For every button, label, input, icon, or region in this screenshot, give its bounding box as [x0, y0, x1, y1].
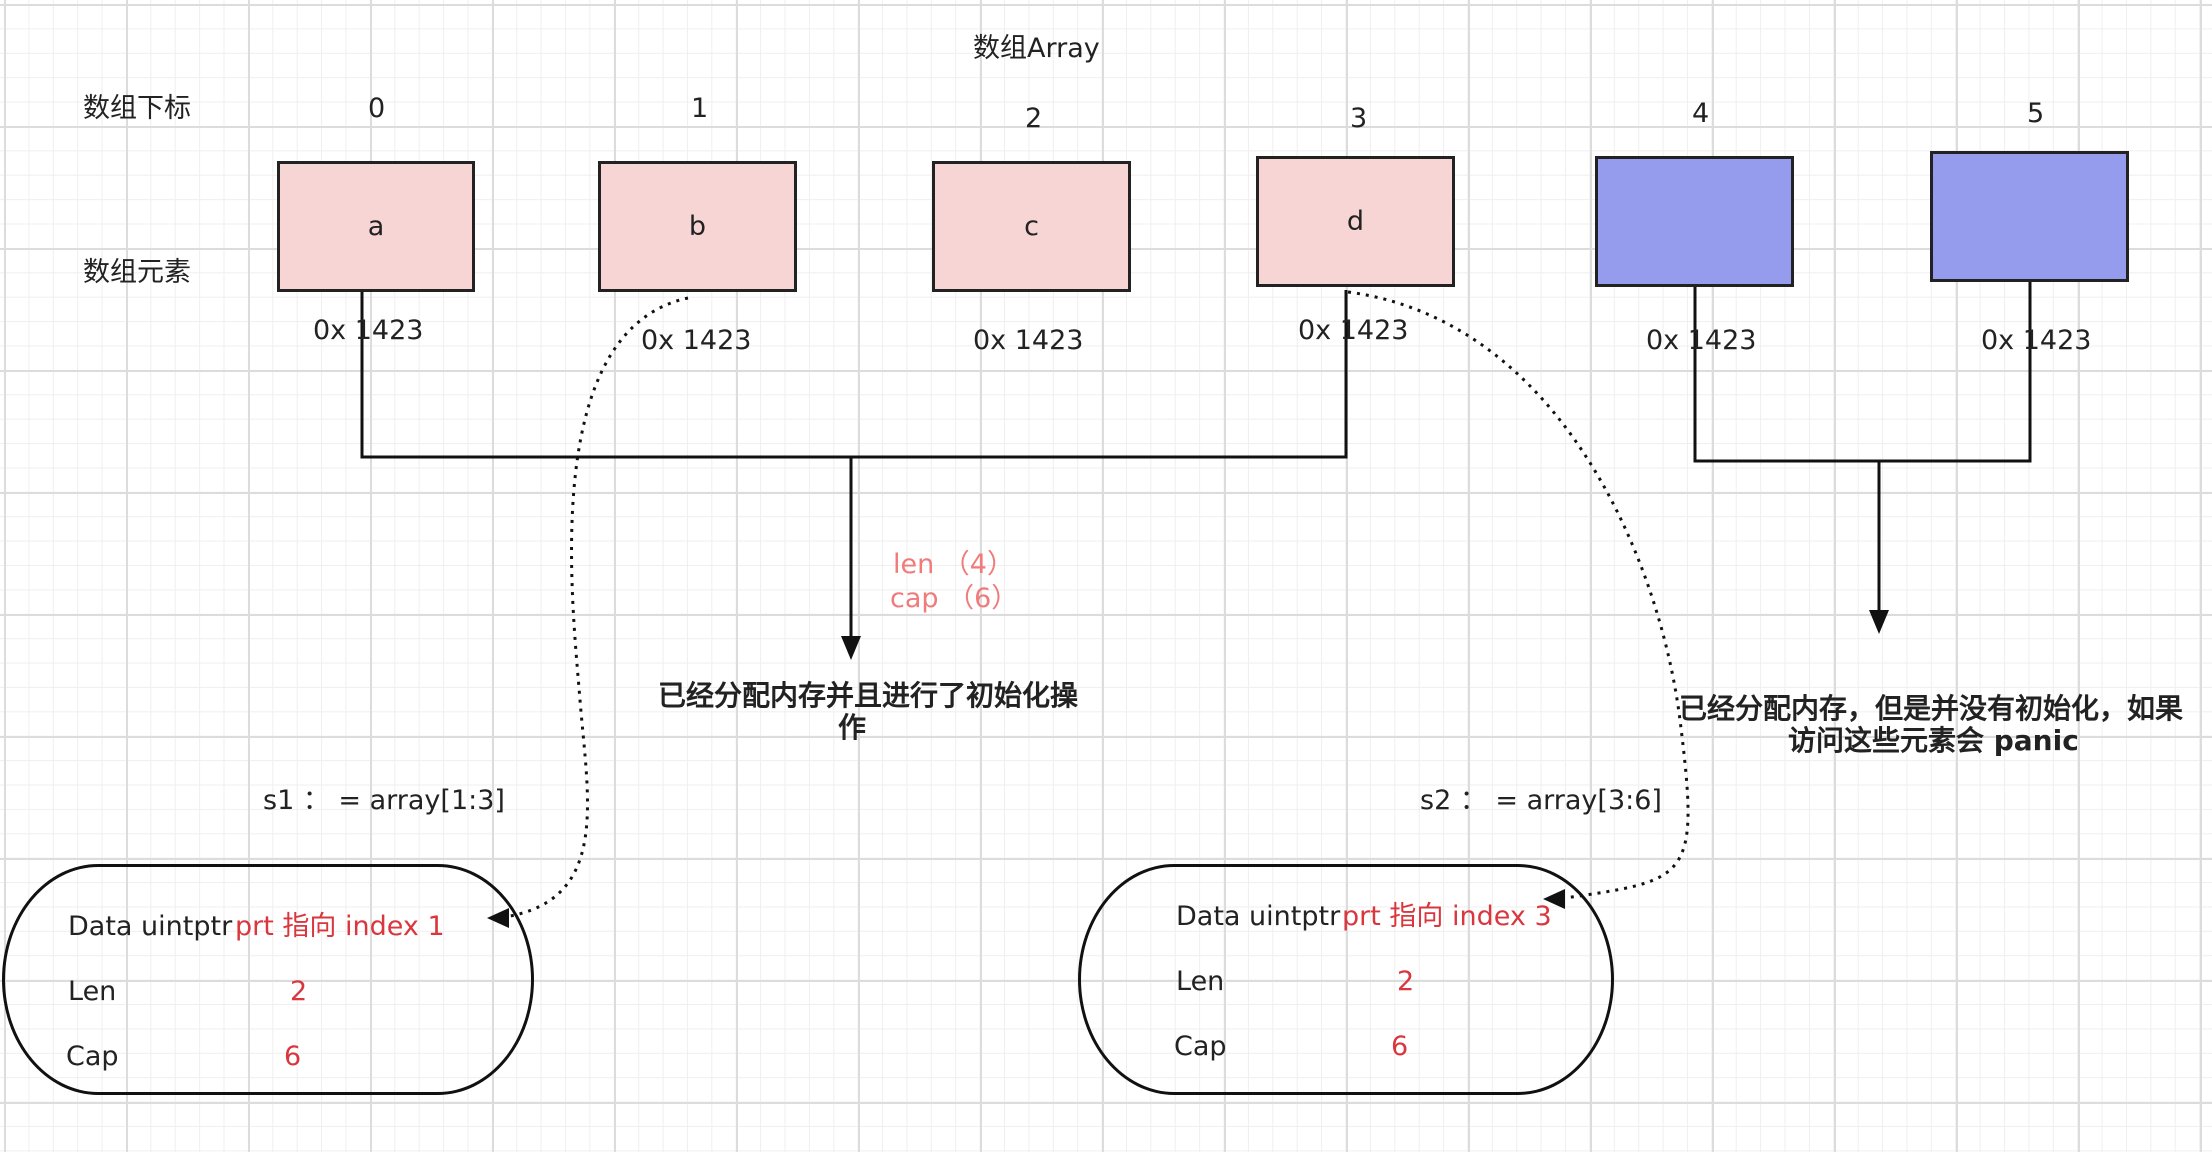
- s2-expression: s2 ： = array[3:6]: [1420, 785, 1662, 816]
- array-element-value: a: [367, 211, 385, 242]
- s1-cap-value: 6: [284, 1041, 302, 1072]
- array-cell-initialized: d: [1256, 156, 1455, 287]
- initialized-arrowhead: [841, 636, 861, 660]
- element-address: 0x 1423: [1298, 315, 1409, 346]
- initialized-note-line2: 作: [838, 711, 867, 744]
- array-element-value: b: [688, 211, 707, 242]
- slice-header-s1: [2, 864, 534, 1095]
- s2-cap-value: 6: [1391, 1031, 1409, 1062]
- s2-len-label: Len: [1176, 966, 1225, 997]
- array-index: 1: [691, 93, 709, 124]
- array-index: 2: [1025, 103, 1043, 134]
- element-address: 0x 1423: [1646, 325, 1757, 356]
- diagram-title: 数组Array: [973, 33, 1100, 64]
- uninitialized-note-line1: 已经分配内存，但是并没有初始化，如果: [1679, 692, 2184, 725]
- s1-cap-label: Cap: [66, 1041, 119, 1072]
- array-index: 0: [368, 93, 386, 124]
- array-index: 4: [1692, 98, 1710, 129]
- array-len-label: len （4）: [893, 549, 1014, 580]
- index-row-label: 数组下标: [83, 93, 191, 124]
- array-cell-initialized: c: [932, 161, 1131, 292]
- element-address: 0x 1423: [641, 325, 752, 356]
- initialized-note-line1: 已经分配内存并且进行了初始化操: [658, 679, 1079, 712]
- s1-expression: s1 ： = array[1:3]: [263, 785, 505, 816]
- array-index: 3: [1350, 103, 1368, 134]
- s2-data-label: Data uintptr: [1176, 901, 1341, 932]
- s1-len-value: 2: [290, 976, 308, 1007]
- array-cell-uninitialized: [1930, 151, 2129, 282]
- uninitialized-bracket: [1693, 280, 2032, 612]
- element-address: 0x 1423: [1981, 325, 2092, 356]
- array-index: 5: [2027, 98, 2045, 129]
- uninitialized-arrowhead: [1869, 610, 1889, 634]
- s1-pointer-dotted: [504, 296, 689, 919]
- uninitialized-note-line2: 访问这些元素会 panic: [1788, 724, 2079, 757]
- s2-pointer-dotted: [1347, 290, 1690, 900]
- s2-len-value: 2: [1397, 966, 1415, 997]
- s1-len-label: Len: [68, 976, 117, 1007]
- s1-data-label: Data uintptr: [68, 911, 233, 942]
- initialized-bracket: [360, 290, 1348, 640]
- array-element-value: d: [1346, 206, 1365, 237]
- s2-cap-label: Cap: [1174, 1031, 1227, 1062]
- element-row-label: 数组元素: [83, 257, 191, 288]
- s1-data-value: prt 指向 index 1: [235, 911, 445, 942]
- array-cap-label: cap （6）: [890, 583, 1019, 614]
- slice-header-s2: [1078, 864, 1614, 1095]
- element-address: 0x 1423: [973, 325, 1084, 356]
- s2-data-value: prt 指向 index 3: [1342, 901, 1552, 932]
- array-cell-initialized: a: [277, 161, 475, 292]
- element-address: 0x 1423: [313, 315, 424, 346]
- array-element-value: c: [1024, 211, 1039, 242]
- array-cell-uninitialized: [1595, 156, 1794, 287]
- array-cell-initialized: b: [598, 161, 797, 292]
